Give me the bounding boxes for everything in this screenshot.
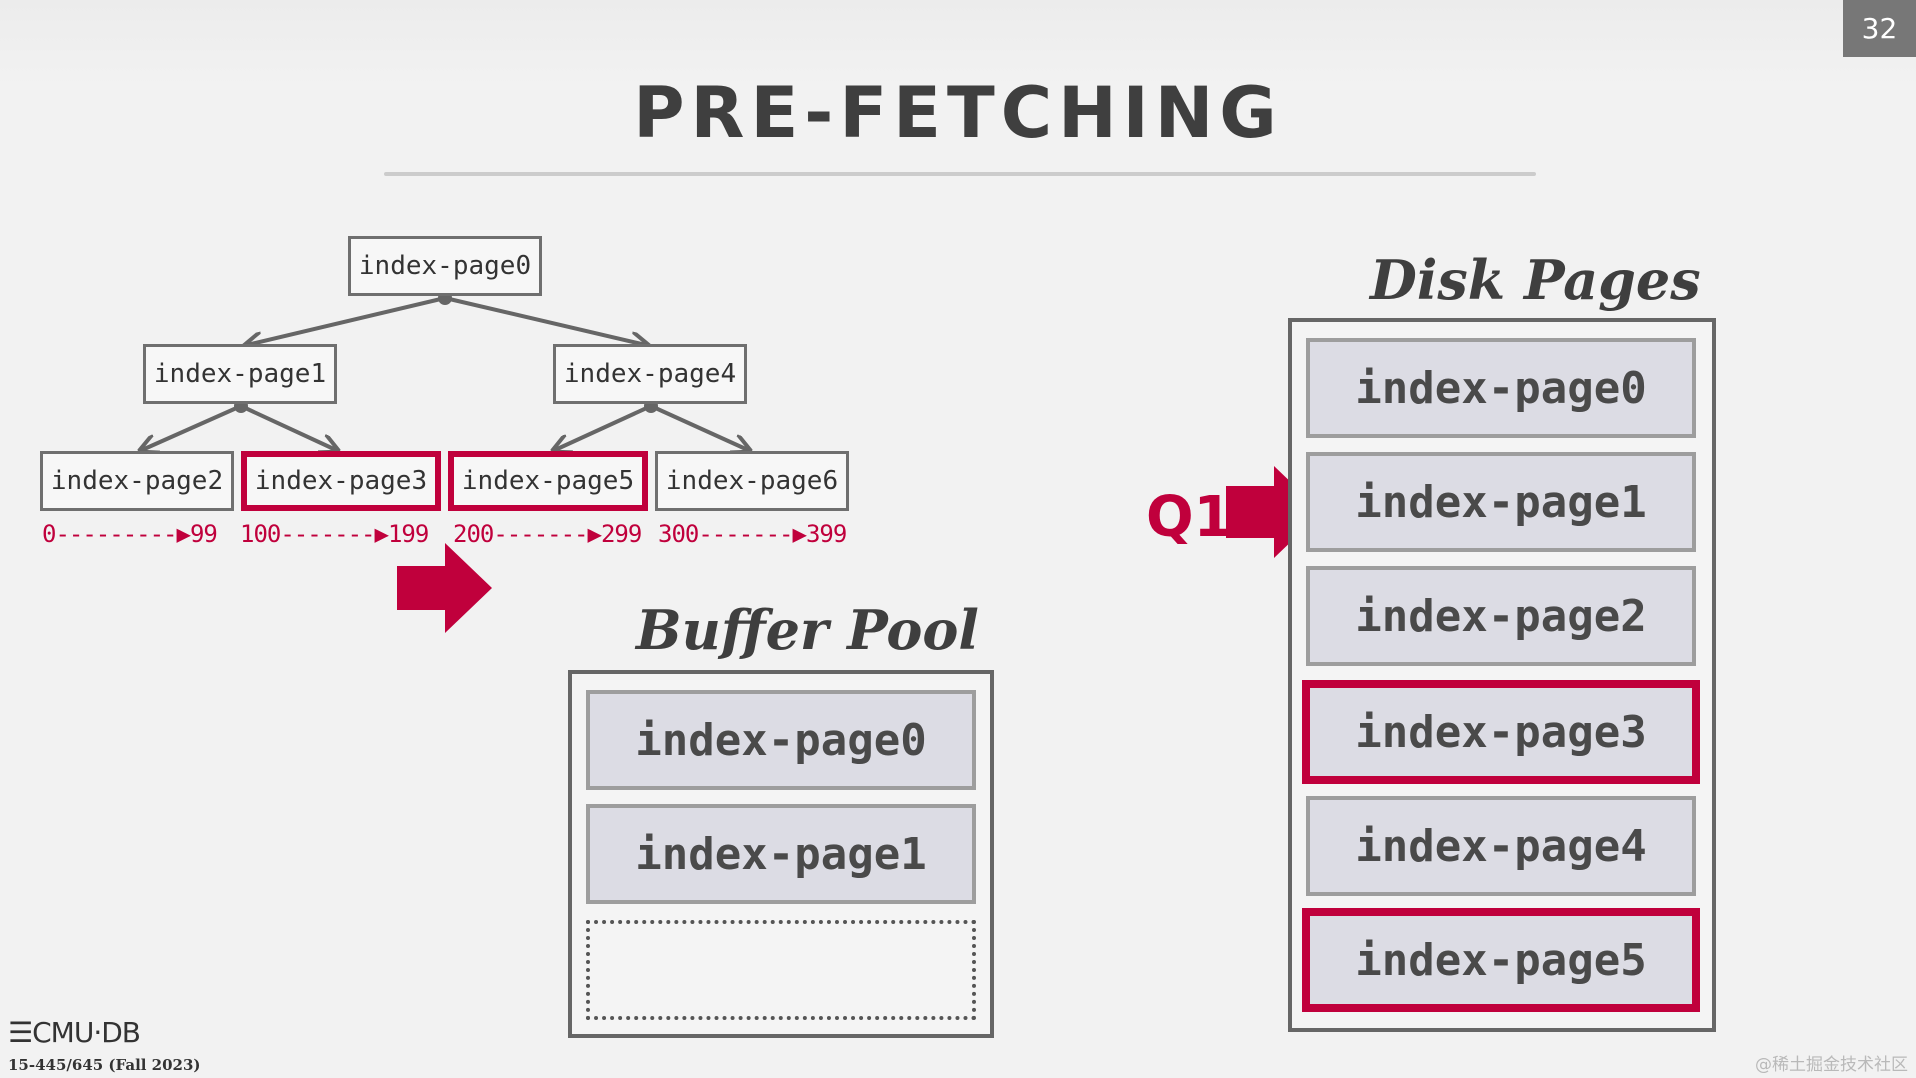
buffer-slot-empty — [586, 920, 976, 1020]
query-q1-label: Q1 — [1146, 485, 1233, 550]
edge-page0-page1 — [247, 296, 446, 345]
course-label: 15-445/645 (Fall 2023) — [8, 1056, 201, 1074]
buffer-slot-index-page1: index-page1 — [586, 804, 976, 904]
disk-page-index-page1: index-page1 — [1306, 452, 1696, 552]
key-range: 200-------▶299 — [453, 520, 642, 548]
disk-pages-label: Disk Pages — [1370, 248, 1701, 312]
disk-page-index-page5: index-page5 — [1302, 908, 1700, 1012]
prefetch-arrow — [397, 543, 492, 633]
key-range: 0---------▶99 — [42, 520, 218, 548]
edge-page0-page4 — [444, 296, 646, 345]
tree-node-index-page3: index-page3 — [241, 451, 441, 511]
watermark: @稀土掘金技术社区 — [1755, 1055, 1908, 1075]
key-range: 300-------▶399 — [658, 520, 847, 548]
database-icon: ☰ — [8, 1016, 33, 1049]
buffer-pool-label: Buffer Pool — [636, 598, 979, 662]
buffer-slot-index-page0: index-page0 — [586, 690, 976, 790]
tree-node-index-page4: index-page4 — [553, 344, 747, 404]
title-divider — [384, 172, 1536, 176]
edge-page4-page6 — [650, 404, 748, 450]
edge-page1-page3 — [240, 404, 336, 450]
disk-page-index-page3: index-page3 — [1302, 680, 1700, 784]
slide-title: PRE-FETCHING — [633, 72, 1283, 154]
edge-page4-page5 — [555, 404, 652, 450]
tree-node-index-page6: index-page6 — [655, 451, 849, 511]
cmu-db-logo: ☰CMU·DB — [8, 1016, 141, 1049]
tree-node-index-page5: index-page5 — [448, 451, 648, 511]
tree-node-index-page2: index-page2 — [40, 451, 234, 511]
logo-text: CMU·DB — [32, 1016, 141, 1049]
tree-node-index-page1: index-page1 — [143, 344, 337, 404]
disk-page-index-page0: index-page0 — [1306, 338, 1696, 438]
key-range: 100-------▶199 — [240, 520, 429, 548]
header-band — [0, 0, 1916, 90]
disk-page-index-page4: index-page4 — [1306, 796, 1696, 896]
slide-number: 32 — [1843, 0, 1916, 57]
disk-page-index-page2: index-page2 — [1306, 566, 1696, 666]
tree-node-index-page0: index-page0 — [348, 236, 542, 296]
edge-page1-page2 — [142, 404, 242, 450]
